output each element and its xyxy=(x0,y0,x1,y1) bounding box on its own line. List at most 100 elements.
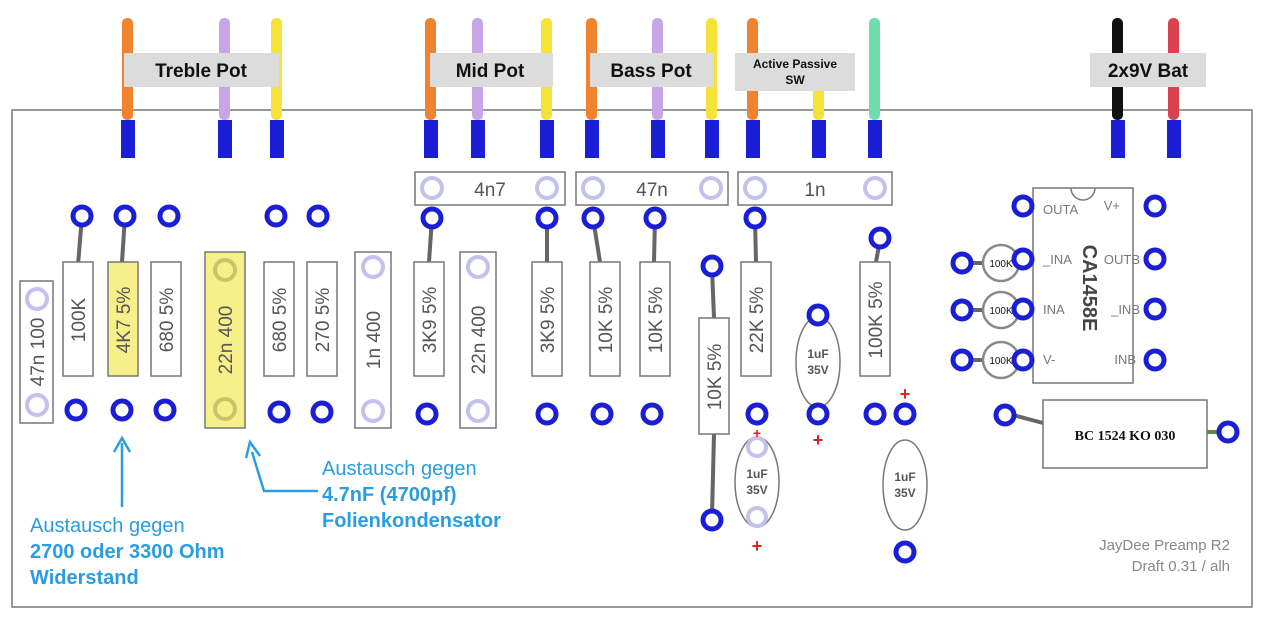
pad xyxy=(466,255,490,279)
elcap-2-volt: 35V xyxy=(746,483,767,497)
pad xyxy=(1143,297,1167,321)
small-res-a-label: 100K xyxy=(989,259,1013,270)
res-270-body xyxy=(306,261,338,377)
cap-1n-400-body xyxy=(354,251,392,429)
terminal xyxy=(424,120,438,158)
battery-label: 2x9V Bat xyxy=(1108,61,1189,82)
res-100k-b-label: 100K 5% xyxy=(866,281,887,358)
terminal xyxy=(121,120,135,158)
lead xyxy=(1012,413,1044,425)
cap-22n-b-body xyxy=(459,251,497,429)
pad xyxy=(950,298,974,322)
pad xyxy=(950,251,974,275)
res-22k-body xyxy=(740,261,772,377)
active-passive-label-sw: SW xyxy=(785,73,805,87)
annotation-arrows xyxy=(112,435,318,507)
res-270-label: 270 5% xyxy=(313,288,334,353)
pad xyxy=(264,204,288,228)
pad xyxy=(743,206,767,230)
terminal xyxy=(746,120,760,158)
pad xyxy=(1011,348,1035,372)
res-4k7-body xyxy=(107,261,139,377)
cap-1n-label: 1n xyxy=(804,180,825,201)
terminal-blocks xyxy=(121,120,1181,158)
cap-22n-b-label: 22n 400 xyxy=(469,306,490,375)
pad xyxy=(746,436,768,458)
cap-22n-highlight-label: 22n 400 xyxy=(216,306,237,375)
arrow-line xyxy=(250,451,318,493)
cap-47n-100-label: 47n 100 xyxy=(28,318,49,387)
bass-pot-label-box xyxy=(590,53,714,87)
pad xyxy=(581,176,605,200)
terminal xyxy=(1111,120,1125,158)
pad xyxy=(581,206,605,230)
board-outline xyxy=(11,109,1253,608)
op-amp-ic: OUTA V+ _INA OUTB INA _INB V- INB CA1458… xyxy=(1032,187,1140,384)
pad xyxy=(70,204,94,228)
pad xyxy=(893,402,917,426)
elcap-2-body xyxy=(734,436,780,528)
res-100k-label: 100K xyxy=(69,297,90,342)
pad xyxy=(893,540,917,564)
res-3k9-a-label: 3K9 5% xyxy=(420,287,441,354)
res-22k-label: 22K 5% xyxy=(747,287,768,354)
pad xyxy=(745,402,769,426)
plus-mark: + xyxy=(900,384,911,404)
pad xyxy=(535,402,559,426)
ic-part-number: CA1458E xyxy=(1078,245,1100,332)
elcap-3-volt: 35V xyxy=(894,486,915,500)
terminal xyxy=(270,120,284,158)
treble-pot-label-box xyxy=(124,53,279,87)
wire-teal xyxy=(869,18,880,120)
pad xyxy=(420,206,444,230)
electrolytic-capacitors: 1uF 35V + 1uF 35V + + 1uF 35V + xyxy=(734,316,928,556)
pad xyxy=(535,176,559,200)
cap-47n-label: 47n xyxy=(636,180,668,201)
pad xyxy=(1143,348,1167,372)
pad xyxy=(267,400,291,424)
terminal xyxy=(651,120,665,158)
note-left-line2: 2700 oder 3300 Ohm xyxy=(30,541,225,563)
res-10k-c-body xyxy=(698,317,730,435)
plus-mark: + xyxy=(752,536,763,556)
elcap-2-value: 1uF xyxy=(746,467,767,481)
pad xyxy=(746,506,768,528)
pad xyxy=(213,397,237,421)
treble-pot-label: Treble Pot xyxy=(155,61,248,82)
terminal xyxy=(868,120,882,158)
pad xyxy=(153,398,177,422)
pad xyxy=(535,206,559,230)
note-left-line3: Widerstand xyxy=(30,567,139,589)
pad xyxy=(310,400,334,424)
res-100k-b-body xyxy=(859,261,891,377)
pad xyxy=(863,402,887,426)
cap-4n7-label: 4n7 xyxy=(474,180,506,201)
arrow-head-icon xyxy=(244,439,262,459)
res-10k-a-label: 10K 5% xyxy=(596,287,617,354)
pad xyxy=(643,206,667,230)
res-3k9-b-body xyxy=(531,261,563,377)
pad xyxy=(700,508,724,532)
pad xyxy=(113,204,137,228)
ic-pin-ina: INA xyxy=(1043,302,1065,317)
pad xyxy=(64,398,88,422)
pad xyxy=(863,176,887,200)
pad xyxy=(25,287,49,311)
terminal xyxy=(705,120,719,158)
cap-1n-400-label: 1n 400 xyxy=(364,311,385,369)
res-680-a-label: 680 5% xyxy=(157,288,178,353)
elcap-3-body xyxy=(882,439,928,531)
ic-pin-outb: OUTB xyxy=(1104,252,1140,267)
pad xyxy=(361,399,385,423)
terminal xyxy=(1167,120,1181,158)
elcap-1-volt: 35V xyxy=(807,363,828,377)
note-replace-capacitor: Austausch gegen 4.7nF (4700pf) Folienkon… xyxy=(322,456,501,534)
res-10k-b-label: 10K 5% xyxy=(646,287,667,354)
pad xyxy=(1216,420,1240,444)
small-res-c-label: 100K xyxy=(989,356,1013,367)
note-left-line1: Austausch gegen xyxy=(30,515,185,537)
res-100k-body xyxy=(62,261,94,377)
small-res-b-label: 100K xyxy=(989,306,1013,317)
horizontal-capacitors: 4n7 47n 1n xyxy=(414,171,893,206)
